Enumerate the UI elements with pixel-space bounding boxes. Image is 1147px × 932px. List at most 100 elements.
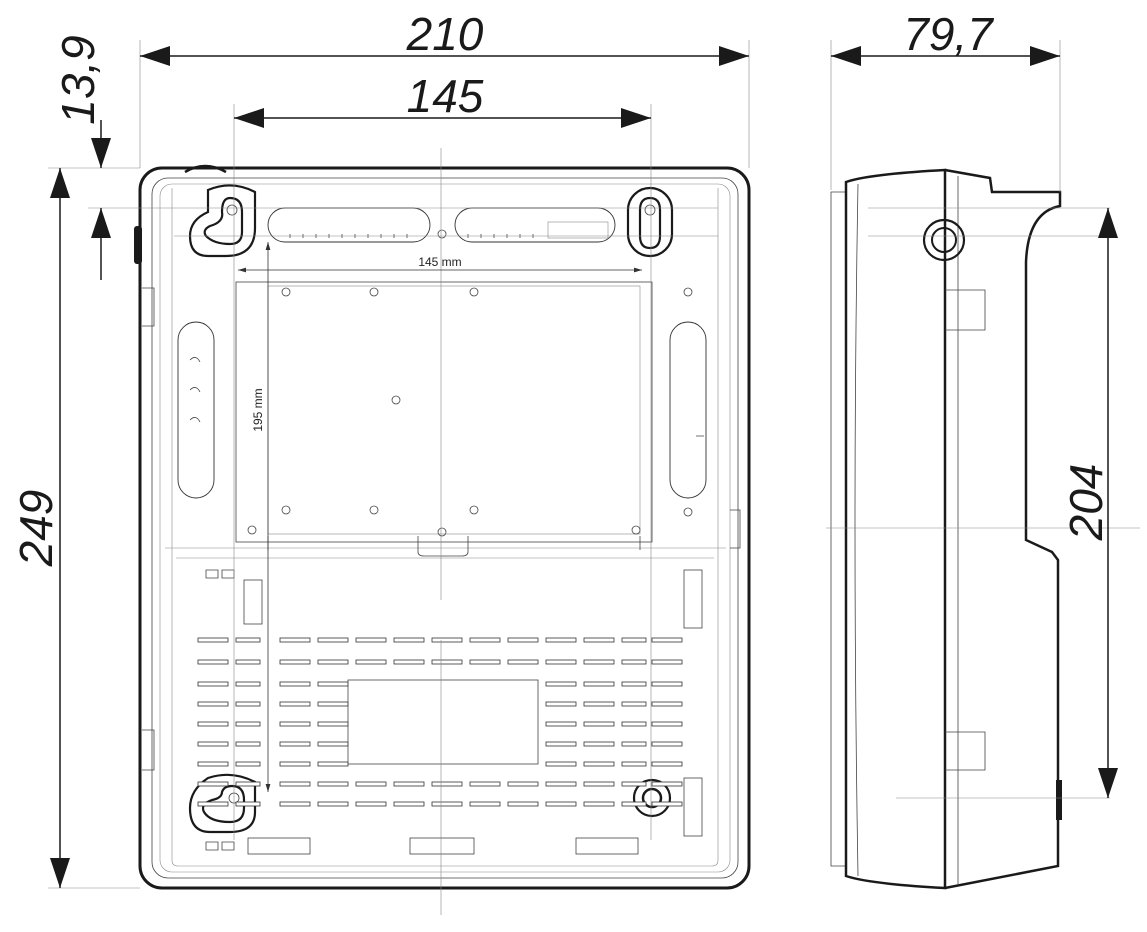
vent-slot — [393, 637, 425, 643]
vent-slot — [197, 781, 229, 787]
vent-slot — [431, 801, 463, 807]
vent-slot — [583, 637, 615, 643]
vent-slot — [279, 761, 311, 767]
vent-slot — [279, 637, 311, 643]
dimensions: 210 145 79,7 13,9 249 204 145 mm 195 mm — [10, 8, 1118, 889]
vent-slot — [583, 781, 615, 787]
side-view — [826, 168, 1140, 890]
vent-slot — [317, 761, 349, 767]
vent-slot — [545, 659, 577, 665]
vent-slot — [583, 741, 615, 747]
vent-slot — [235, 721, 261, 727]
vent-slot — [431, 781, 463, 787]
vent-slot — [651, 761, 683, 767]
vent-slot — [393, 659, 425, 665]
vent-slot — [235, 637, 261, 643]
vent-slot — [651, 637, 683, 643]
vent-slot — [235, 801, 261, 807]
vent-slot — [197, 701, 229, 707]
vent-slot — [279, 681, 311, 687]
vent-slot — [317, 781, 349, 787]
vent-slot — [279, 741, 311, 747]
keyhole-top-right — [626, 186, 674, 258]
vent-slot — [317, 721, 349, 727]
vent-slot — [235, 701, 261, 707]
vent-slot — [583, 761, 615, 767]
vent-slot — [545, 801, 577, 807]
vent-slot — [469, 659, 501, 665]
vent-slot — [651, 701, 683, 707]
vent-slot — [197, 637, 229, 643]
vent-slot — [279, 659, 311, 665]
vent-slot — [621, 637, 647, 643]
vent-slot — [317, 741, 349, 747]
vent-slot — [317, 637, 349, 643]
vent-slot — [431, 659, 463, 665]
vent-slot — [197, 659, 229, 665]
vent-slot — [545, 637, 577, 643]
vent-slot — [651, 781, 683, 787]
vent-slot — [507, 801, 539, 807]
round-hole-bottom-right — [632, 778, 672, 818]
vent-slot — [621, 681, 647, 687]
vent-slot — [621, 659, 647, 665]
vent-slot — [621, 801, 647, 807]
vent-slot — [469, 637, 501, 643]
vent-slot — [431, 637, 463, 643]
vent-slot — [583, 701, 615, 707]
vent-slot — [279, 721, 311, 727]
vent-slot — [317, 681, 349, 687]
dim-hole-offset-top: 13,9 — [52, 35, 104, 125]
vent-slot — [545, 761, 577, 767]
vent-slot — [545, 741, 577, 747]
vent-slot — [651, 659, 683, 665]
vent-slot — [583, 681, 615, 687]
vent-slot — [235, 681, 261, 687]
vent-slot — [317, 659, 349, 665]
vent-slot — [545, 721, 577, 727]
vent-slot — [583, 801, 615, 807]
vent-slot — [197, 721, 229, 727]
label-195mm: 195 mm — [251, 388, 265, 431]
vent-slot — [235, 761, 261, 767]
vent-slot — [621, 761, 647, 767]
vent-slot — [235, 741, 261, 747]
vent-slot — [469, 781, 501, 787]
vent-grid — [197, 637, 683, 807]
dim-overall-height: 249 — [10, 490, 62, 568]
vent-slot — [355, 781, 387, 787]
dim-depth: 79,7 — [903, 8, 994, 60]
vent-slot — [197, 681, 229, 687]
vent-slot — [197, 741, 229, 747]
vent-slot — [279, 801, 311, 807]
vent-slot — [621, 741, 647, 747]
vent-slot — [393, 781, 425, 787]
dim-hole-spacing-vertical: 204 — [1060, 464, 1112, 542]
vent-slot — [317, 701, 349, 707]
vent-slot — [651, 801, 683, 807]
vent-slot — [545, 701, 577, 707]
vent-slot — [393, 801, 425, 807]
vent-slot — [621, 781, 647, 787]
vent-slot — [507, 637, 539, 643]
vent-slot — [507, 781, 539, 787]
vent-slot — [235, 659, 261, 665]
vent-slot — [469, 801, 501, 807]
vent-slot — [197, 801, 229, 807]
vent-slot — [355, 659, 387, 665]
keyhole-top-left — [188, 184, 257, 258]
vent-slot — [583, 721, 615, 727]
dim-hole-spacing-horizontal: 145 — [407, 70, 484, 122]
vent-slot — [583, 659, 615, 665]
label-145mm: 145 mm — [418, 255, 461, 269]
vent-slot — [545, 681, 577, 687]
vent-slot — [197, 761, 229, 767]
vent-slot — [545, 781, 577, 787]
vent-slot — [355, 801, 387, 807]
front-view — [88, 148, 751, 915]
vent-slot — [651, 681, 683, 687]
vent-slot — [317, 801, 349, 807]
dim-overall-width: 210 — [406, 8, 484, 60]
vent-slot — [651, 741, 683, 747]
